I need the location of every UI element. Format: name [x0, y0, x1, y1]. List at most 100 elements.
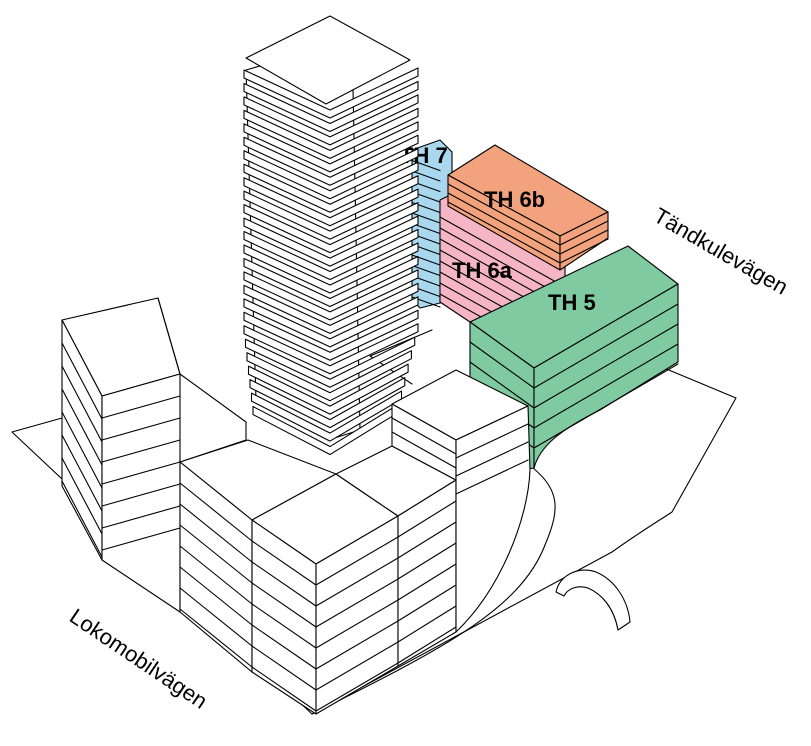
tower-floor-slab — [243, 215, 419, 267]
left-wing-floor-line — [61, 365, 103, 443]
left-wing-floor-line — [101, 461, 181, 485]
th6b-floor-line — [559, 220, 609, 246]
tower-floor-slab — [243, 323, 419, 375]
tower-floor-slab — [244, 336, 416, 388]
corner-floor-line — [315, 536, 399, 586]
right-block-floor-line — [455, 423, 529, 459]
right-block-floor-line — [391, 431, 457, 469]
corner-floor-line — [251, 666, 317, 712]
corner-floor-line — [315, 599, 399, 649]
tower-floor-slab — [243, 94, 419, 146]
tower-floor-slab — [247, 363, 409, 415]
left-wing-floor-line — [101, 505, 181, 529]
th7-floor-line — [411, 170, 441, 182]
block4-floor-line — [397, 542, 457, 580]
corner-floor-line — [315, 662, 399, 712]
tower-floor-slab — [243, 296, 419, 348]
tower-floor-slab — [243, 134, 419, 186]
left-wing-floor-line — [101, 527, 181, 551]
block2-floor-line — [179, 587, 253, 647]
corner-floor-line — [315, 620, 399, 670]
tower-floor-slab — [243, 202, 419, 254]
block4-floor-line — [397, 626, 457, 664]
podium-left-wing — [61, 297, 247, 613]
corner-floor-line — [315, 641, 399, 691]
right-block-floor-line — [391, 417, 457, 455]
tower-floor-slab — [243, 107, 419, 159]
left-wing-roof-edge — [157, 297, 181, 375]
podium-block-4 — [335, 445, 457, 667]
left-wing-floor-line — [61, 411, 103, 489]
block4-floor-line — [397, 563, 457, 601]
th5-floor-line — [533, 363, 679, 449]
tower-floor-slab — [243, 309, 419, 361]
corner-floor-line — [251, 582, 317, 628]
tower-roof — [245, 15, 411, 105]
th6b-floor-line — [447, 192, 561, 255]
left-wing-floor-line — [101, 439, 181, 463]
corner-floor-line — [251, 540, 317, 586]
corner-floor-line — [315, 578, 399, 628]
left-wing-floor-line — [61, 480, 103, 558]
block2-floor-line — [179, 608, 253, 668]
th5-floor-line — [469, 341, 535, 389]
label-th6b: TH 6b — [484, 187, 545, 212]
tower-floor-slab — [243, 80, 419, 133]
tower-floor-slab — [243, 269, 419, 321]
right-block-floor-line — [455, 459, 529, 495]
tower-building — [243, 15, 419, 456]
tower-floor-slab — [243, 255, 419, 308]
left-wing-floor-line — [101, 395, 181, 419]
block4-floor-line — [397, 605, 457, 643]
left-wing-floor-line — [101, 417, 181, 441]
block2-floor-line — [179, 503, 253, 563]
right-block-face — [455, 405, 531, 633]
block2-floor-line — [179, 545, 253, 605]
th6b-floor-line — [447, 183, 561, 246]
tower-floor-slab — [249, 377, 406, 429]
right-block-floor-line — [455, 441, 529, 477]
th6a-floor-line — [439, 216, 566, 288]
left-wing-floor-line — [61, 434, 103, 512]
th5-floor-line — [533, 303, 679, 389]
block4-floor-line — [397, 584, 457, 622]
corner-floor-line — [251, 603, 317, 649]
street-curve-edge — [311, 467, 556, 715]
th6b-floor-line — [559, 229, 609, 255]
corner-floor-line — [251, 561, 317, 607]
th7-floor-line — [411, 264, 441, 277]
arc-structure — [555, 569, 631, 631]
th5-floor-line — [469, 361, 535, 409]
tower-floor-slab — [246, 350, 412, 402]
tower-floor-slab — [243, 188, 419, 240]
corner-floor-line — [315, 557, 399, 607]
left-wing-floor-line — [61, 457, 103, 535]
tower-floor-slab — [243, 161, 419, 213]
left-wing-floor-line — [101, 483, 181, 507]
block4-floor-line — [397, 521, 457, 559]
podium-block-2 — [179, 439, 337, 673]
building-th6b: TH 6b — [447, 144, 609, 271]
tower-floor-slab — [243, 175, 419, 227]
tower-floor-slab — [243, 67, 419, 119]
site-boundary — [11, 357, 737, 715]
th5-floor-line — [533, 343, 679, 429]
label-th6a: TH 6a — [452, 258, 513, 283]
tower-floor-slab — [243, 228, 419, 281]
left-wing-floor-line — [61, 342, 103, 420]
corner-floor-line — [251, 624, 317, 670]
left-wing-floor-line — [61, 388, 103, 466]
block4-floor-line — [397, 500, 457, 538]
th6b-floor-line — [559, 238, 609, 264]
label-th5: TH 5 — [548, 290, 596, 315]
th7-floor-line — [411, 212, 441, 224]
th6b-floor-line — [447, 201, 561, 264]
block2-floor-line — [179, 482, 253, 542]
tower-floor-slab — [243, 148, 419, 200]
podium-right-block — [391, 369, 531, 633]
block2-floor-line — [179, 524, 253, 584]
tower-floor-slab — [243, 121, 419, 173]
corner-floor-line — [251, 645, 317, 691]
